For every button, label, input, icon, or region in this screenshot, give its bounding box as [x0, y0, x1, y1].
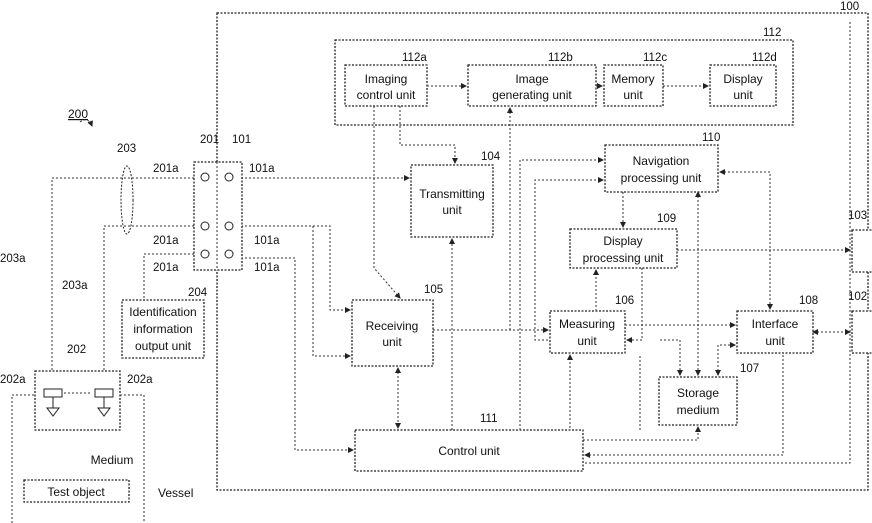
ref-203a: 203a — [62, 280, 88, 292]
ref: 112d — [752, 52, 777, 64]
label: generating unit — [492, 88, 572, 102]
label: unit — [577, 334, 597, 348]
ref-200: 200 — [68, 107, 88, 121]
ref-101a: 101a — [254, 262, 280, 274]
ref: 109 — [657, 213, 676, 225]
ref-101: 101 — [232, 134, 251, 146]
label: Receiving — [366, 319, 419, 333]
ref-201a: 201a — [153, 163, 179, 175]
ref: 102 — [848, 291, 867, 303]
ref: 112c — [643, 52, 667, 64]
ref-100: 100 — [840, 1, 859, 13]
label: Storage — [677, 386, 719, 400]
ref-203a: 203a — [0, 253, 26, 265]
label: Image — [515, 72, 549, 86]
test-object-label: Test object — [47, 485, 105, 499]
label: unit — [442, 203, 462, 217]
label: Transmitting — [419, 187, 485, 201]
label: unit — [623, 88, 643, 102]
ref: 103 — [848, 210, 867, 222]
ref-201a: 201a — [153, 262, 179, 274]
label: medium — [677, 403, 720, 417]
vessel-label: Vessel — [158, 486, 193, 500]
label: Interface — [752, 317, 799, 331]
label: unit — [765, 334, 785, 348]
ref: 107 — [740, 363, 759, 375]
ref-112: 112 — [763, 27, 781, 39]
ref: 110 — [702, 132, 720, 144]
label: unit — [382, 335, 402, 349]
label: processing unit — [583, 251, 664, 265]
identification-information-output-unit: Identification information output unit 2… — [122, 287, 208, 358]
ref: 106 — [615, 295, 634, 307]
ref-101a: 101a — [249, 163, 275, 175]
ref-202a: 202a — [0, 374, 26, 386]
label: Navigation — [633, 154, 690, 168]
label: processing unit — [621, 171, 702, 185]
ref-101a: 101a — [254, 235, 280, 247]
ref-202: 202 — [67, 344, 86, 356]
ref: 104 — [481, 151, 501, 163]
ref: 105 — [424, 284, 443, 296]
label: Measuring — [559, 317, 615, 331]
label: information — [133, 322, 192, 336]
label: Display — [723, 72, 762, 86]
label: output unit — [135, 339, 192, 353]
ref-203: 203 — [117, 143, 136, 155]
ref-202a: 202a — [127, 374, 153, 386]
label: control unit — [357, 88, 416, 102]
label: Imaging — [365, 72, 408, 86]
label: Identification — [129, 305, 196, 319]
ref: 108 — [799, 295, 818, 307]
label: unit — [733, 88, 753, 102]
ref-204: 204 — [188, 287, 208, 299]
external-device-103: 103 — [848, 210, 872, 272]
ref-201: 201 — [200, 134, 219, 146]
ref-201a: 201a — [153, 235, 179, 247]
ref: 111 — [480, 413, 497, 425]
label: Control unit — [438, 444, 500, 458]
label: Memory — [611, 72, 654, 86]
ref: 112a — [402, 52, 427, 64]
ref: 112b — [548, 52, 573, 64]
medium-label: Medium — [91, 453, 134, 467]
label: Display — [603, 234, 642, 248]
